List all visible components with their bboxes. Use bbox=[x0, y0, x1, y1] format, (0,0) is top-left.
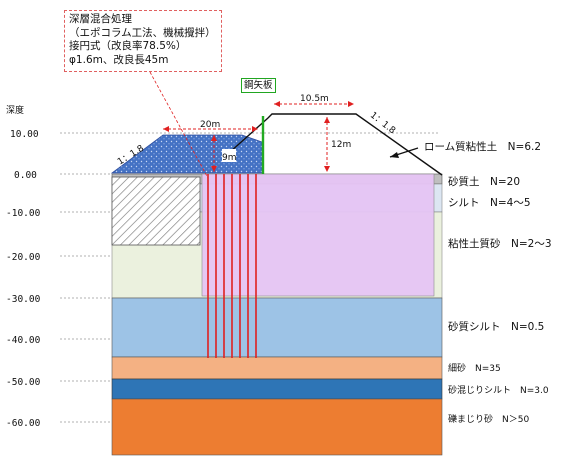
dim-height-right: 12m bbox=[331, 140, 351, 150]
tick-label: -10.00 bbox=[6, 208, 41, 219]
note-line: 接円式（改良率78.5%） bbox=[69, 40, 187, 52]
layer-gravelly-sand bbox=[111, 398, 443, 456]
tick-label: 0.00 bbox=[14, 170, 37, 181]
layer-label: 砂質土 N=20 bbox=[448, 175, 520, 188]
tick-label: -40.00 bbox=[6, 335, 41, 346]
layer-label: 礫まじり砂 N＞50 bbox=[448, 413, 529, 425]
axis-title: 深度 bbox=[6, 104, 24, 116]
dim-height-left-bg bbox=[222, 149, 236, 162]
layer-label: 砂質シルト N=0.5 bbox=[448, 320, 544, 333]
dimension-arrowheads bbox=[163, 101, 354, 172]
dim-height-left: 9m bbox=[222, 153, 237, 163]
existing-structure bbox=[111, 176, 201, 246]
layer-label: シルト N=4～5 bbox=[448, 197, 531, 209]
dimension-lines bbox=[163, 103, 354, 172]
dim-top-width: 10.5m bbox=[300, 94, 329, 104]
tick-label: -60.00 bbox=[6, 418, 41, 429]
improvement-columns bbox=[207, 174, 257, 358]
embankment-left bbox=[110, 134, 263, 174]
layer-sandy-mixed-silt bbox=[111, 378, 443, 400]
depth-gridlines bbox=[60, 132, 440, 423]
sheet-pile-label: 鋼矢板 bbox=[241, 78, 276, 93]
tick-label: -30.00 bbox=[6, 294, 41, 305]
improved-ground-zone bbox=[201, 173, 435, 297]
layer-label: 粘性土質砂 N=2～3 bbox=[448, 237, 552, 250]
tick-label: -50.00 bbox=[6, 377, 41, 388]
layer-fine-sand bbox=[111, 356, 443, 380]
tick-label: -20.00 bbox=[6, 252, 41, 263]
method-note: 深層混合処理 （エポコラム工法、機械攪拌） 接円式（改良率78.5%） φ1.6… bbox=[64, 10, 222, 72]
note-line: 深層混合処理 bbox=[69, 13, 132, 25]
layer-label: 砂混じりシルト N=3.0 bbox=[448, 384, 549, 396]
layer-label: 細砂 N=35 bbox=[448, 362, 501, 374]
layer-label: ローム質粘性土 N=6.2 bbox=[424, 140, 541, 153]
loam-arrowhead bbox=[390, 152, 399, 158]
note-line: （エポコラム工法、機械攪拌） bbox=[69, 26, 216, 39]
note-line: φ1.6m、改良長45m bbox=[69, 53, 169, 66]
tick-label: 10.00 bbox=[10, 129, 39, 140]
note-leader bbox=[149, 71, 209, 179]
layer-sandy-silt bbox=[111, 297, 443, 358]
dim-berm-width: 20m bbox=[200, 120, 220, 130]
